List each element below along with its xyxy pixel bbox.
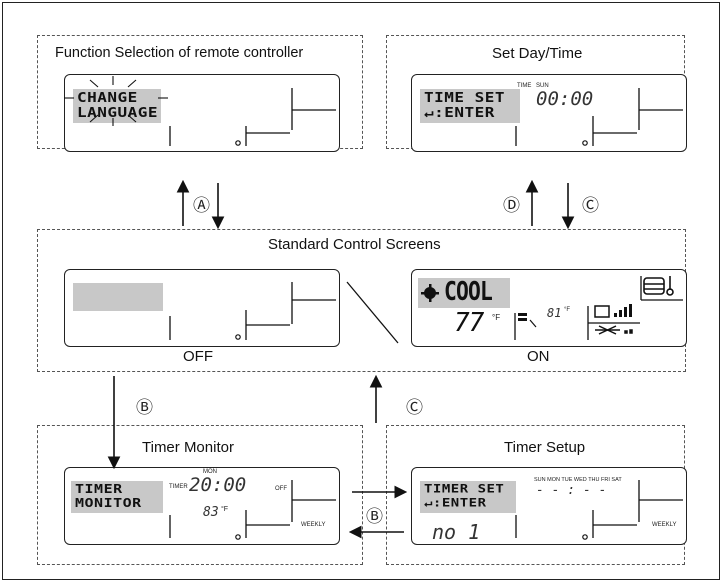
thermo-icon [643, 276, 674, 296]
lcd-text-enter: ↵:ENTER [424, 104, 495, 121]
lcd-screen-timer-monitor: TIMER MONITOR TIMER MON 20:00 OFF 83 °F … [64, 467, 340, 545]
label-on: ON [527, 348, 550, 365]
lcd-small-time: TIME [517, 83, 532, 89]
lcd-highlight-bar [420, 481, 516, 513]
lcd-dot-icon [235, 534, 241, 540]
lcd-highlight-bar [71, 481, 163, 513]
lcd-small-timer: TIMER [169, 484, 188, 490]
lcd-days-row: SUN MON TUE WED THU FRI SAT [534, 477, 622, 483]
lcd-program-number: no 1 [432, 520, 481, 544]
lcd-text-enter: ↵:ENTER [424, 496, 487, 510]
lcd-frame-lines-timer-setup [515, 480, 683, 538]
lcd-text-timer-set: TIMER SET [424, 482, 505, 496]
lcd-clock: 20:00 [189, 474, 247, 496]
lcd-clock: - - : - - [536, 483, 607, 498]
lcd-frame-lines-on [514, 276, 683, 340]
label-d: Ⓓ [503, 196, 520, 215]
lcd-text-time-set: TIME SET [424, 89, 506, 106]
lcd-set-temp: 77 [454, 308, 484, 338]
lcd-frame-lines-time [515, 88, 683, 146]
panel-title-set-day-time: Set Day/Time [492, 45, 583, 62]
lcd-room-temp-unit: °F [564, 307, 571, 313]
panel-title-timer-setup: Timer Setup [504, 439, 586, 456]
fan-speed-icon [594, 304, 632, 318]
lcd-highlight-bar [73, 89, 161, 123]
lcd-room-temp: 81 [547, 306, 562, 320]
lcd-frame-lines-off [169, 282, 336, 340]
lcd-set-temp-unit: °F [492, 313, 501, 322]
panel-timer-monitor [37, 425, 363, 565]
blink-rays-icon [64, 76, 168, 126]
label-b-left: Ⓑ [136, 398, 153, 417]
lcd-mode-cool: COOL [444, 277, 493, 307]
lcd-temp: 83 [203, 505, 219, 520]
lcd-small-day: SUN [536, 83, 549, 89]
vane-icon [518, 313, 537, 328]
label-c-top: Ⓒ [582, 196, 599, 215]
lcd-dot-icon [582, 140, 588, 146]
lcd-temp-unit: °F [221, 506, 229, 513]
lcd-dot-icon [235, 140, 241, 146]
airflow-icon [595, 325, 633, 335]
lcd-screen-set-day-time: TIME SET ↵:ENTER TIME SUN 00:00 [411, 74, 687, 152]
sun-snow-mode-icon [421, 284, 439, 302]
lcd-clock: 00:00 [536, 88, 594, 110]
lcd-text-timer: TIMER [75, 481, 123, 497]
label-b-mid: Ⓑ [366, 507, 383, 526]
lcd-screen-timer-setup: TIMER SET ↵:ENTER SUN MON TUE WED THU FR… [411, 467, 687, 545]
lcd-frame-lines-function [169, 88, 336, 146]
lcd-small-day: MON [203, 469, 217, 475]
lcd-weekly: WEEKLY [652, 522, 677, 528]
lcd-weekly: WEEKLY [301, 522, 326, 528]
off-on-separator [346, 281, 399, 344]
lcd-screen-function-selection: CHANGE LANGUAGE [64, 74, 340, 152]
panel-title-standard-control: Standard Control Screens [268, 236, 441, 253]
lcd-text-change: CHANGE [77, 89, 138, 106]
lcd-highlight-bar [420, 89, 520, 123]
lcd-screen-off [64, 269, 340, 347]
label-off: OFF [183, 348, 213, 365]
lcd-dot-icon [582, 534, 588, 540]
lcd-dot-icon [235, 334, 241, 340]
lcd-frame-lines-timer-monitor [169, 480, 336, 538]
lcd-small-off: OFF [275, 486, 287, 492]
label-c-mid: Ⓒ [406, 398, 423, 417]
panel-title-timer-monitor: Timer Monitor [142, 439, 234, 456]
flow-arrows [107, 179, 575, 539]
lcd-text-monitor: MONITOR [75, 495, 142, 511]
lcd-highlight-bar [73, 283, 163, 311]
panel-title-function-selection: Function Selection of remote controller [55, 45, 304, 61]
label-a: Ⓐ [193, 196, 210, 215]
